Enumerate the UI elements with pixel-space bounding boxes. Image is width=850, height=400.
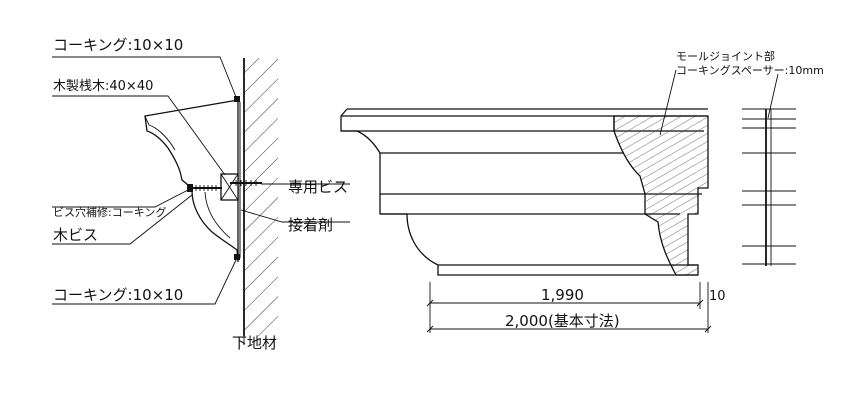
dim-length: 1,990 xyxy=(541,286,584,304)
label-caulking-top: コーキング:10×10 xyxy=(53,36,183,54)
label-screw-hole-repair: ビス穴補修:コーキング xyxy=(53,205,166,219)
label-molding-joint: モールジョイント部 xyxy=(676,49,775,63)
caulking-bead-top xyxy=(234,96,240,102)
dim-gap: 10 xyxy=(709,289,726,304)
special-screw xyxy=(230,180,262,186)
dim-total: 2,000(基本寸法) xyxy=(505,312,620,330)
label-caulking-bottom: コーキング:10×10 xyxy=(53,286,183,304)
molding-joint-end xyxy=(613,115,709,276)
label-caulking-spacer: コーキングスペーサー:10mm xyxy=(676,63,824,77)
caulking-bead-bottom xyxy=(234,254,240,260)
wood-screw xyxy=(187,184,222,192)
profile-end-lines xyxy=(742,108,796,266)
label-wood-batten: 木製桟木:40×40 xyxy=(53,79,153,94)
wood-batten xyxy=(220,173,239,201)
substrate-wall xyxy=(243,58,278,336)
label-adhesive: 接着剤 xyxy=(288,216,333,234)
label-substrate: 下地材 xyxy=(232,334,277,352)
section-detail: コーキング:10×10 木製桟木:40×40 ビス穴補修:コーキング 木ビス コ… xyxy=(52,36,350,352)
label-special-screw: 専用ビス xyxy=(288,178,348,196)
dimension-lines xyxy=(426,282,712,333)
label-wood-screw: 木ビス xyxy=(53,226,98,244)
molding-elevation: モールジョイント部 コーキングスペーサー:10mm 1,990 10 2,000… xyxy=(340,49,824,333)
